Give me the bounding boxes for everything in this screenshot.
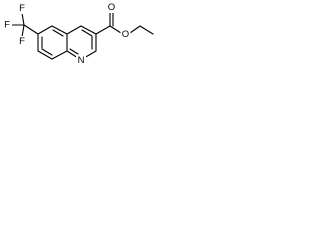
atom-f-bottom: F: [17, 36, 27, 47]
atom-n-ring: N: [76, 55, 86, 66]
bond-c4a-c4: [66, 25, 82, 35]
bond-n1-c8a-double: [69, 48, 79, 55]
atom-o-carbonyl: O: [106, 2, 117, 13]
atom-f-top-label: F: [19, 3, 25, 14]
atom-f-bottom-label: F: [19, 36, 25, 47]
bond-lines: [10, 11, 154, 60]
atom-o-ester-label: O: [122, 29, 129, 40]
bond-cf-bottom: [21, 24, 25, 38]
atom-o-ester: O: [120, 29, 131, 40]
bond-oester-ch2: [129, 25, 141, 34]
bond-c8a-c8: [51, 50, 68, 60]
bond-c5-c4a-double: [52, 29, 64, 37]
atom-f-left-label: F: [4, 20, 10, 31]
atom-n-ring-label: N: [78, 55, 85, 66]
bond-c3-carbonyl: [95, 25, 111, 35]
bond-c8-c7: [37, 50, 53, 60]
molecule-structure: F F F O O N: [2, 2, 154, 66]
bond-c4-c3-double: [81, 29, 93, 37]
bond-c6-c5: [37, 25, 53, 35]
atom-f-top: F: [17, 3, 27, 14]
atom-f-left: F: [2, 19, 12, 31]
atom-labels: F F F O O N: [2, 2, 131, 66]
bond-cf3-ring: [23, 24, 39, 35]
bond-ch2-ch3: [139, 25, 154, 35]
bond-c4-c3: [80, 25, 97, 35]
bond-cf-top: [21, 12, 25, 26]
atom-o-carbonyl-label: O: [108, 2, 115, 13]
bond-carbonyl-oester: [109, 25, 122, 34]
bond-c5-c4a: [51, 25, 68, 35]
bond-c8-c7-double: [41, 48, 53, 56]
